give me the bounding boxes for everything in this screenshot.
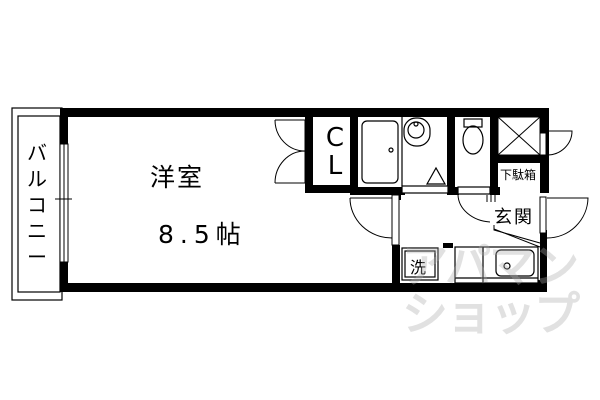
window — [55, 143, 72, 263]
room-name-western: 洋室 — [150, 163, 205, 192]
washer-space — [401, 247, 439, 281]
watermark-line1: アパマン — [402, 239, 579, 293]
toilet-door — [457, 194, 496, 223]
entrance-label: 玄関 — [494, 207, 534, 228]
closet-label: CL — [325, 123, 345, 181]
entrance-step — [493, 225, 541, 248]
wash-basin — [401, 117, 449, 194]
entrance-doors — [539, 130, 589, 239]
balcony-label: バルコニー — [27, 141, 47, 269]
washer-label: 洗 — [410, 258, 427, 277]
room-size: 8.5帖 — [158, 220, 247, 249]
watermark: アパマン ショップ — [402, 239, 580, 341]
bathtub — [361, 120, 399, 184]
hall-door — [349, 194, 400, 246]
toilet — [457, 118, 491, 195]
storage-closet — [497, 116, 541, 156]
kitchen-counter — [454, 246, 539, 284]
closet-doors — [274, 119, 306, 184]
shoe-cabinet-label: 下駄箱 — [499, 166, 538, 183]
watermark-line2: ショップ — [402, 287, 580, 341]
